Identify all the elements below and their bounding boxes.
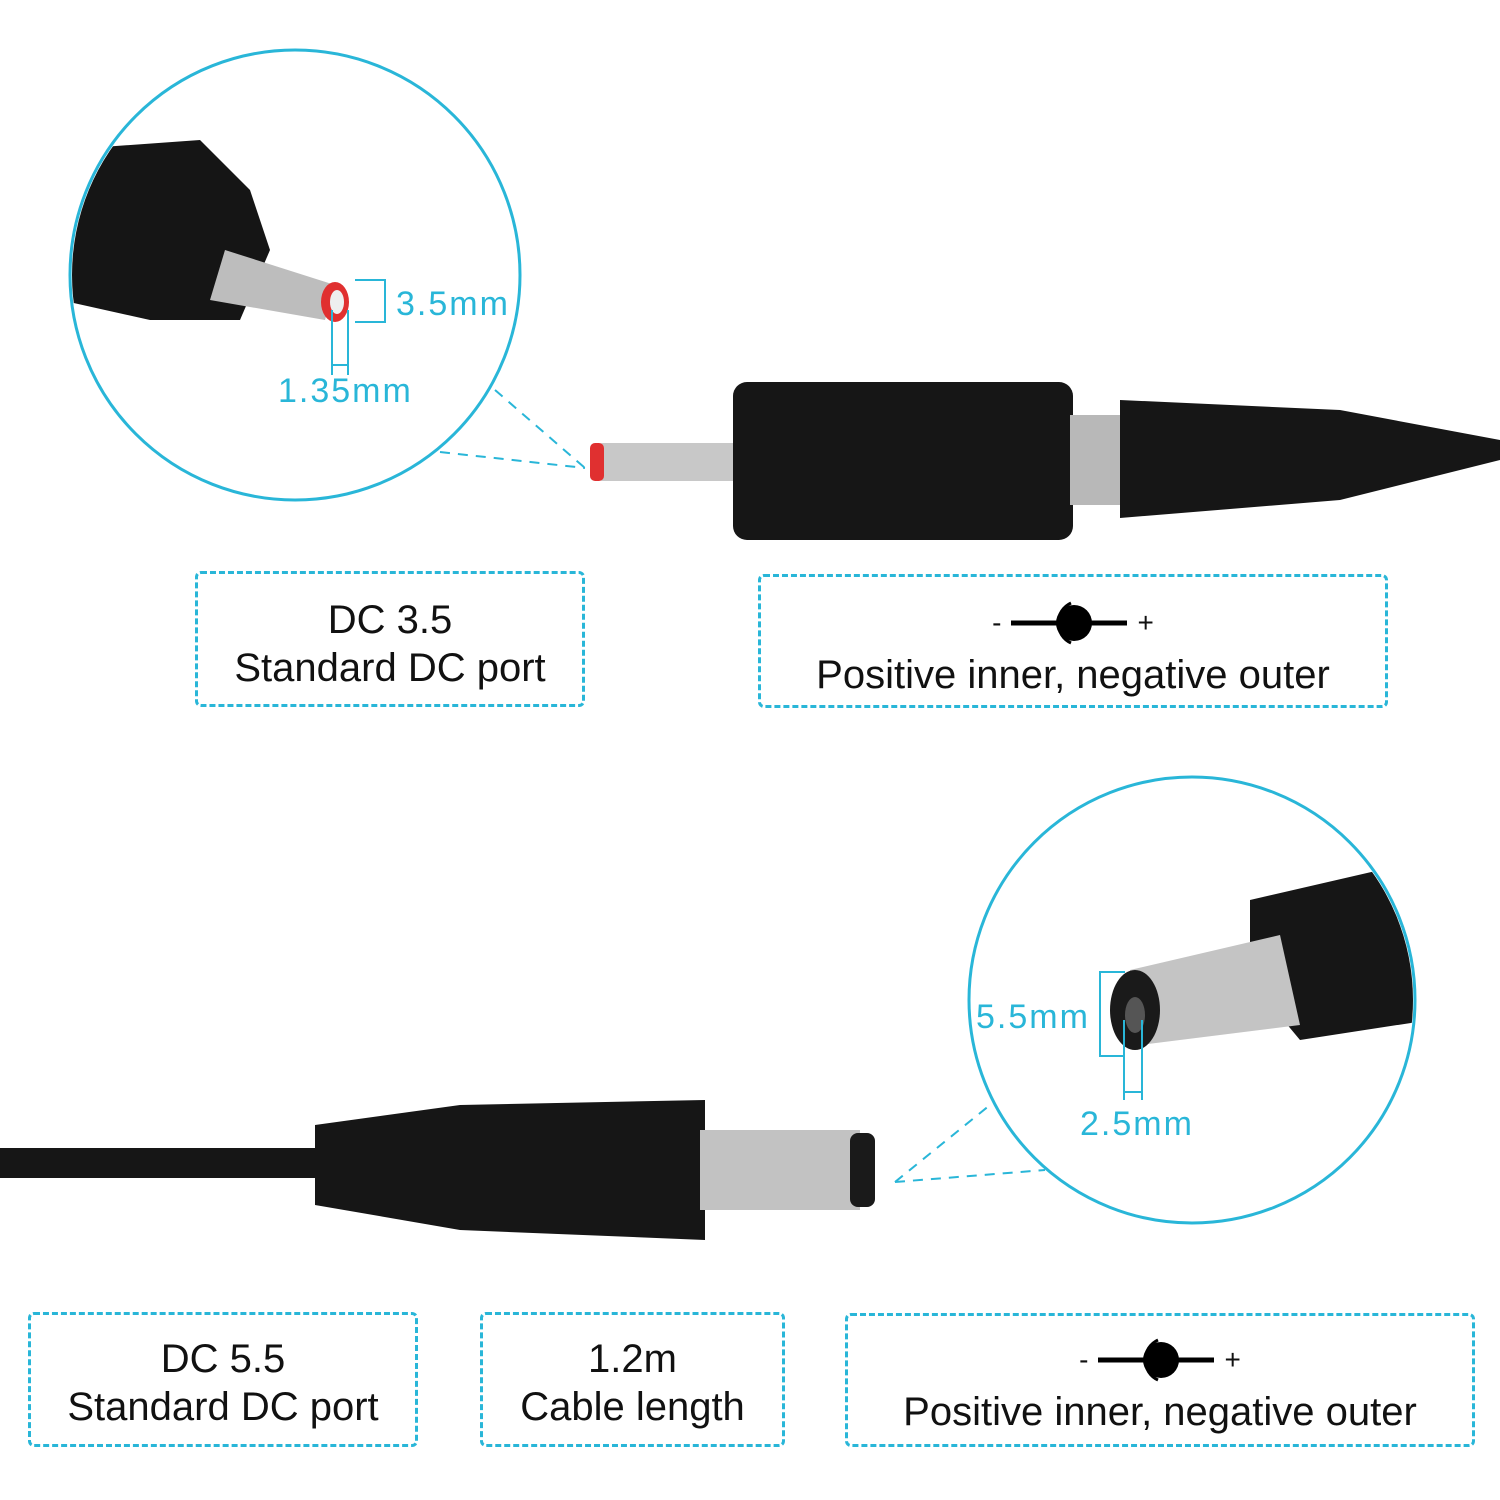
polarity-symbol: - + (761, 595, 1385, 651)
port-size: DC 5.5 (160, 1337, 286, 1381)
minus-sign: - (1079, 1344, 1089, 1375)
plus-sign: + (1224, 1344, 1241, 1375)
plus-sign: + (1137, 607, 1154, 638)
top-outer-diameter: 3.5mm (396, 285, 510, 323)
bottom-zoom-circle (967, 775, 1417, 1225)
port-desc: Standard DC port (67, 1385, 379, 1429)
polarity-label: Positive inner, negative outer (816, 653, 1330, 697)
dc35-connector (590, 382, 1500, 540)
polarity-label: Positive inner, negative outer (903, 1390, 1417, 1434)
bottom-polarity-box: - + Positive inner, negative outer (845, 1313, 1475, 1447)
dc55-connector (0, 1100, 1046, 1240)
bottom-inner-diameter: 2.5mm (1080, 1105, 1194, 1143)
bottom-outer-diameter: 5.5mm (976, 998, 1090, 1036)
top-inner-diameter: 1.35mm (278, 372, 413, 410)
minus-sign: - (992, 607, 1002, 638)
polarity-icon (1011, 601, 1128, 645)
length-label: Cable length (520, 1385, 745, 1429)
polarity-icon (1098, 1338, 1215, 1382)
top-polarity-box: - + Positive inner, negative outer (758, 574, 1388, 708)
top-zoom-circle (68, 48, 586, 502)
port-desc: Standard DC port (234, 646, 546, 690)
dc35-port-box: DC 3.5 Standard DC port (195, 571, 585, 707)
cable-length-box: 1.2m Cable length (480, 1312, 785, 1447)
polarity-symbol: - + (848, 1332, 1472, 1388)
port-size: DC 3.5 (327, 598, 453, 642)
dc55-port-box: DC 5.5 Standard DC port (28, 1312, 418, 1447)
length-value: 1.2m (588, 1337, 677, 1381)
